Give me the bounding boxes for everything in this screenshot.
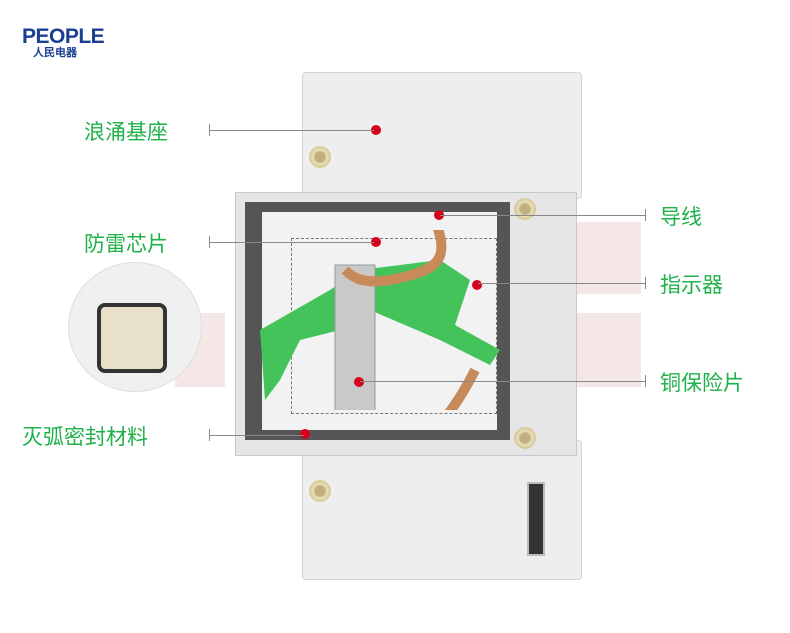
marker-dot xyxy=(472,280,482,290)
marker-dot xyxy=(371,237,381,247)
marker-dot xyxy=(434,210,444,220)
screw-icon xyxy=(309,480,331,502)
label-lightning-chip: 防雷芯片 xyxy=(84,232,168,256)
background-tile xyxy=(567,222,641,294)
label-surge-base: 浪涌基座 xyxy=(84,120,168,144)
brand-name: PEOPLE xyxy=(22,25,105,48)
chip-image xyxy=(97,303,167,373)
marker-dot xyxy=(371,125,381,135)
screw-icon xyxy=(514,198,536,220)
indicator-window xyxy=(527,482,545,556)
brand-subtitle: 人民电器 xyxy=(33,47,77,59)
marker-dot xyxy=(354,377,364,387)
label-wire: 导线 xyxy=(660,205,702,229)
surge-base-top xyxy=(302,72,582,199)
green-indicator-arm xyxy=(260,230,500,410)
label-copper-fuse: 铜保险片 xyxy=(660,371,744,395)
marker-dot xyxy=(300,429,310,439)
brand-logo: PEOPLE 人民电器 xyxy=(22,25,105,59)
screw-icon xyxy=(514,427,536,449)
background-tile xyxy=(567,313,641,387)
screw-icon xyxy=(309,146,331,168)
label-indicator: 指示器 xyxy=(660,273,723,297)
chip-inset xyxy=(68,262,202,392)
label-arc-seal-material: 灭弧密封材料 xyxy=(22,425,148,449)
